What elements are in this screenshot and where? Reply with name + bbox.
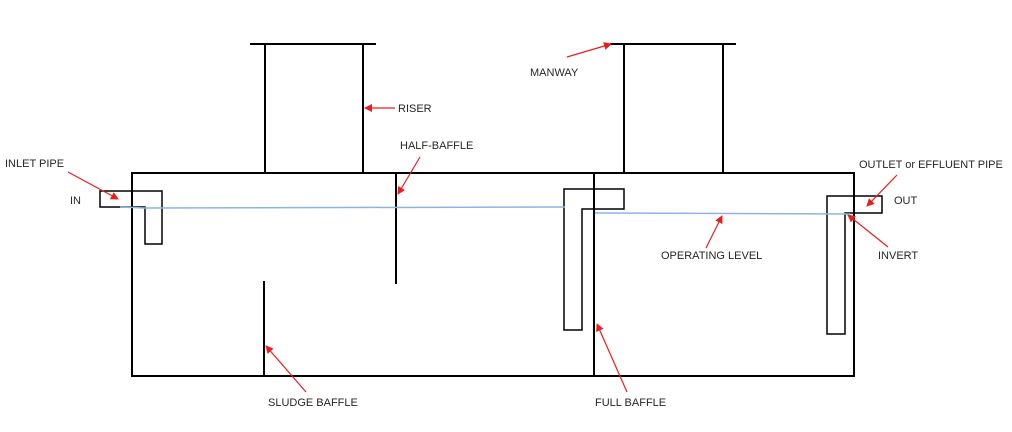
outlet-pipe [826,195,883,335]
tank-body [131,172,855,377]
label-sludge-baffle: SLUDGE BAFFLE [268,397,358,409]
label-full-baffle: FULL BAFFLE [595,397,666,409]
arrow-outlet-pipe [866,174,898,207]
baffle-tee [563,188,625,331]
arrow-manway [566,42,612,58]
inlet-pipe [99,190,163,245]
label-half-baffle: HALF-BAFFLE [400,140,473,152]
label-outlet-pipe: OUTLET or EFFLUENT PIPE [859,159,1003,171]
riser [250,43,376,173]
operating-level-line [119,206,566,209]
label-out: OUT [894,195,918,207]
arrow-full-baffle [596,323,628,393]
arrow-operating-level [705,215,723,249]
label-riser: RISER [398,103,432,115]
operating-level-line-outlet [594,212,851,215]
label-operating-level: OPERATING LEVEL [661,250,762,262]
label-manway: MANWAY [530,67,579,79]
label-invert: INVERT [878,250,918,262]
manway [610,43,736,173]
label-inlet-pipe: INLET PIPE [5,158,64,170]
arrow-sludge-baffle [265,345,307,393]
arrow-invert [847,214,889,248]
label-in: IN [70,195,81,207]
arrow-inlet-pipe [67,171,119,200]
arrow-half-baffle [397,156,421,195]
